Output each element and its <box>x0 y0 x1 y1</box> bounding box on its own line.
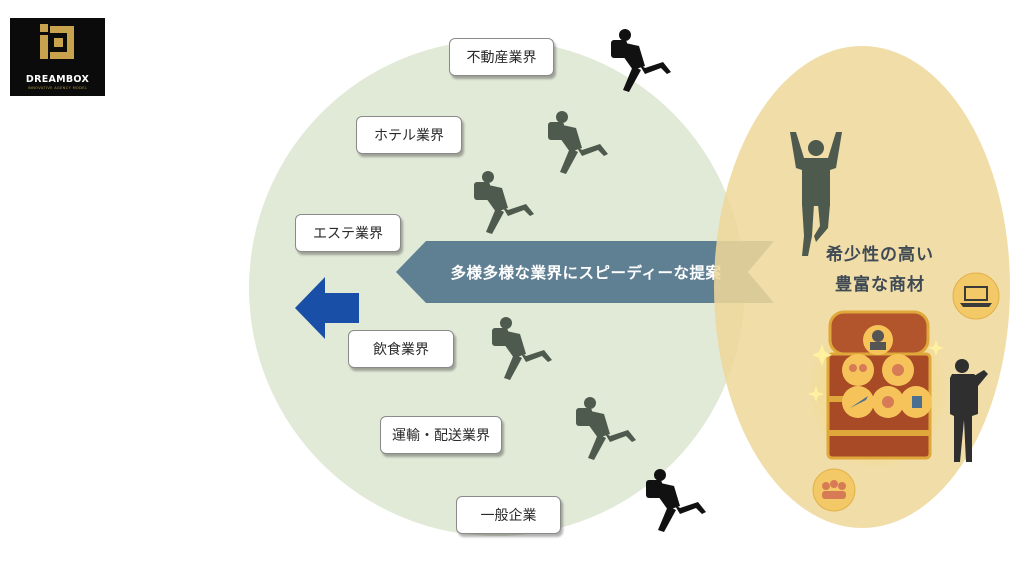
industry-tag-hotel: ホテル業界 <box>356 116 462 154</box>
standing-man-icon <box>950 359 988 462</box>
running-person-icon <box>576 397 636 460</box>
left-arrow-icon <box>295 277 359 339</box>
running-person-icon <box>548 111 608 174</box>
running-person-icon <box>646 469 706 532</box>
running-person-icon <box>611 29 671 92</box>
team-icon <box>812 468 856 512</box>
banner-text: 多様多様な業界にスピーディーな提案 <box>450 264 722 282</box>
proposal-banner <box>396 241 774 303</box>
jumping-person-icon <box>790 132 842 256</box>
logo-tagline: INNOVATIVE AGENCY MODEL <box>27 86 88 90</box>
resource-line1: 希少性の高い <box>826 245 934 265</box>
dreambox-logo: DREAMBOX INNOVATIVE AGENCY MODEL <box>10 18 105 96</box>
industry-tag-real-estate: 不動産業界 <box>449 38 554 76</box>
dreambox-emblem-icon <box>40 24 74 59</box>
industry-tag-general: 一般企業 <box>456 496 561 534</box>
laptop-icon <box>952 272 1000 320</box>
industry-tag-transport: 運輸・配送業界 <box>380 416 502 454</box>
logo-name: DREAMBOX <box>25 74 90 85</box>
resource-line2: 豊富な商材 <box>835 275 925 295</box>
industry-tag-restaurant: 飲食業界 <box>348 330 454 368</box>
industry-tag-esthetic: エステ業界 <box>295 214 401 252</box>
running-person-icon <box>474 171 534 234</box>
running-person-icon <box>492 317 552 380</box>
treasure-chest-icon <box>808 310 948 470</box>
